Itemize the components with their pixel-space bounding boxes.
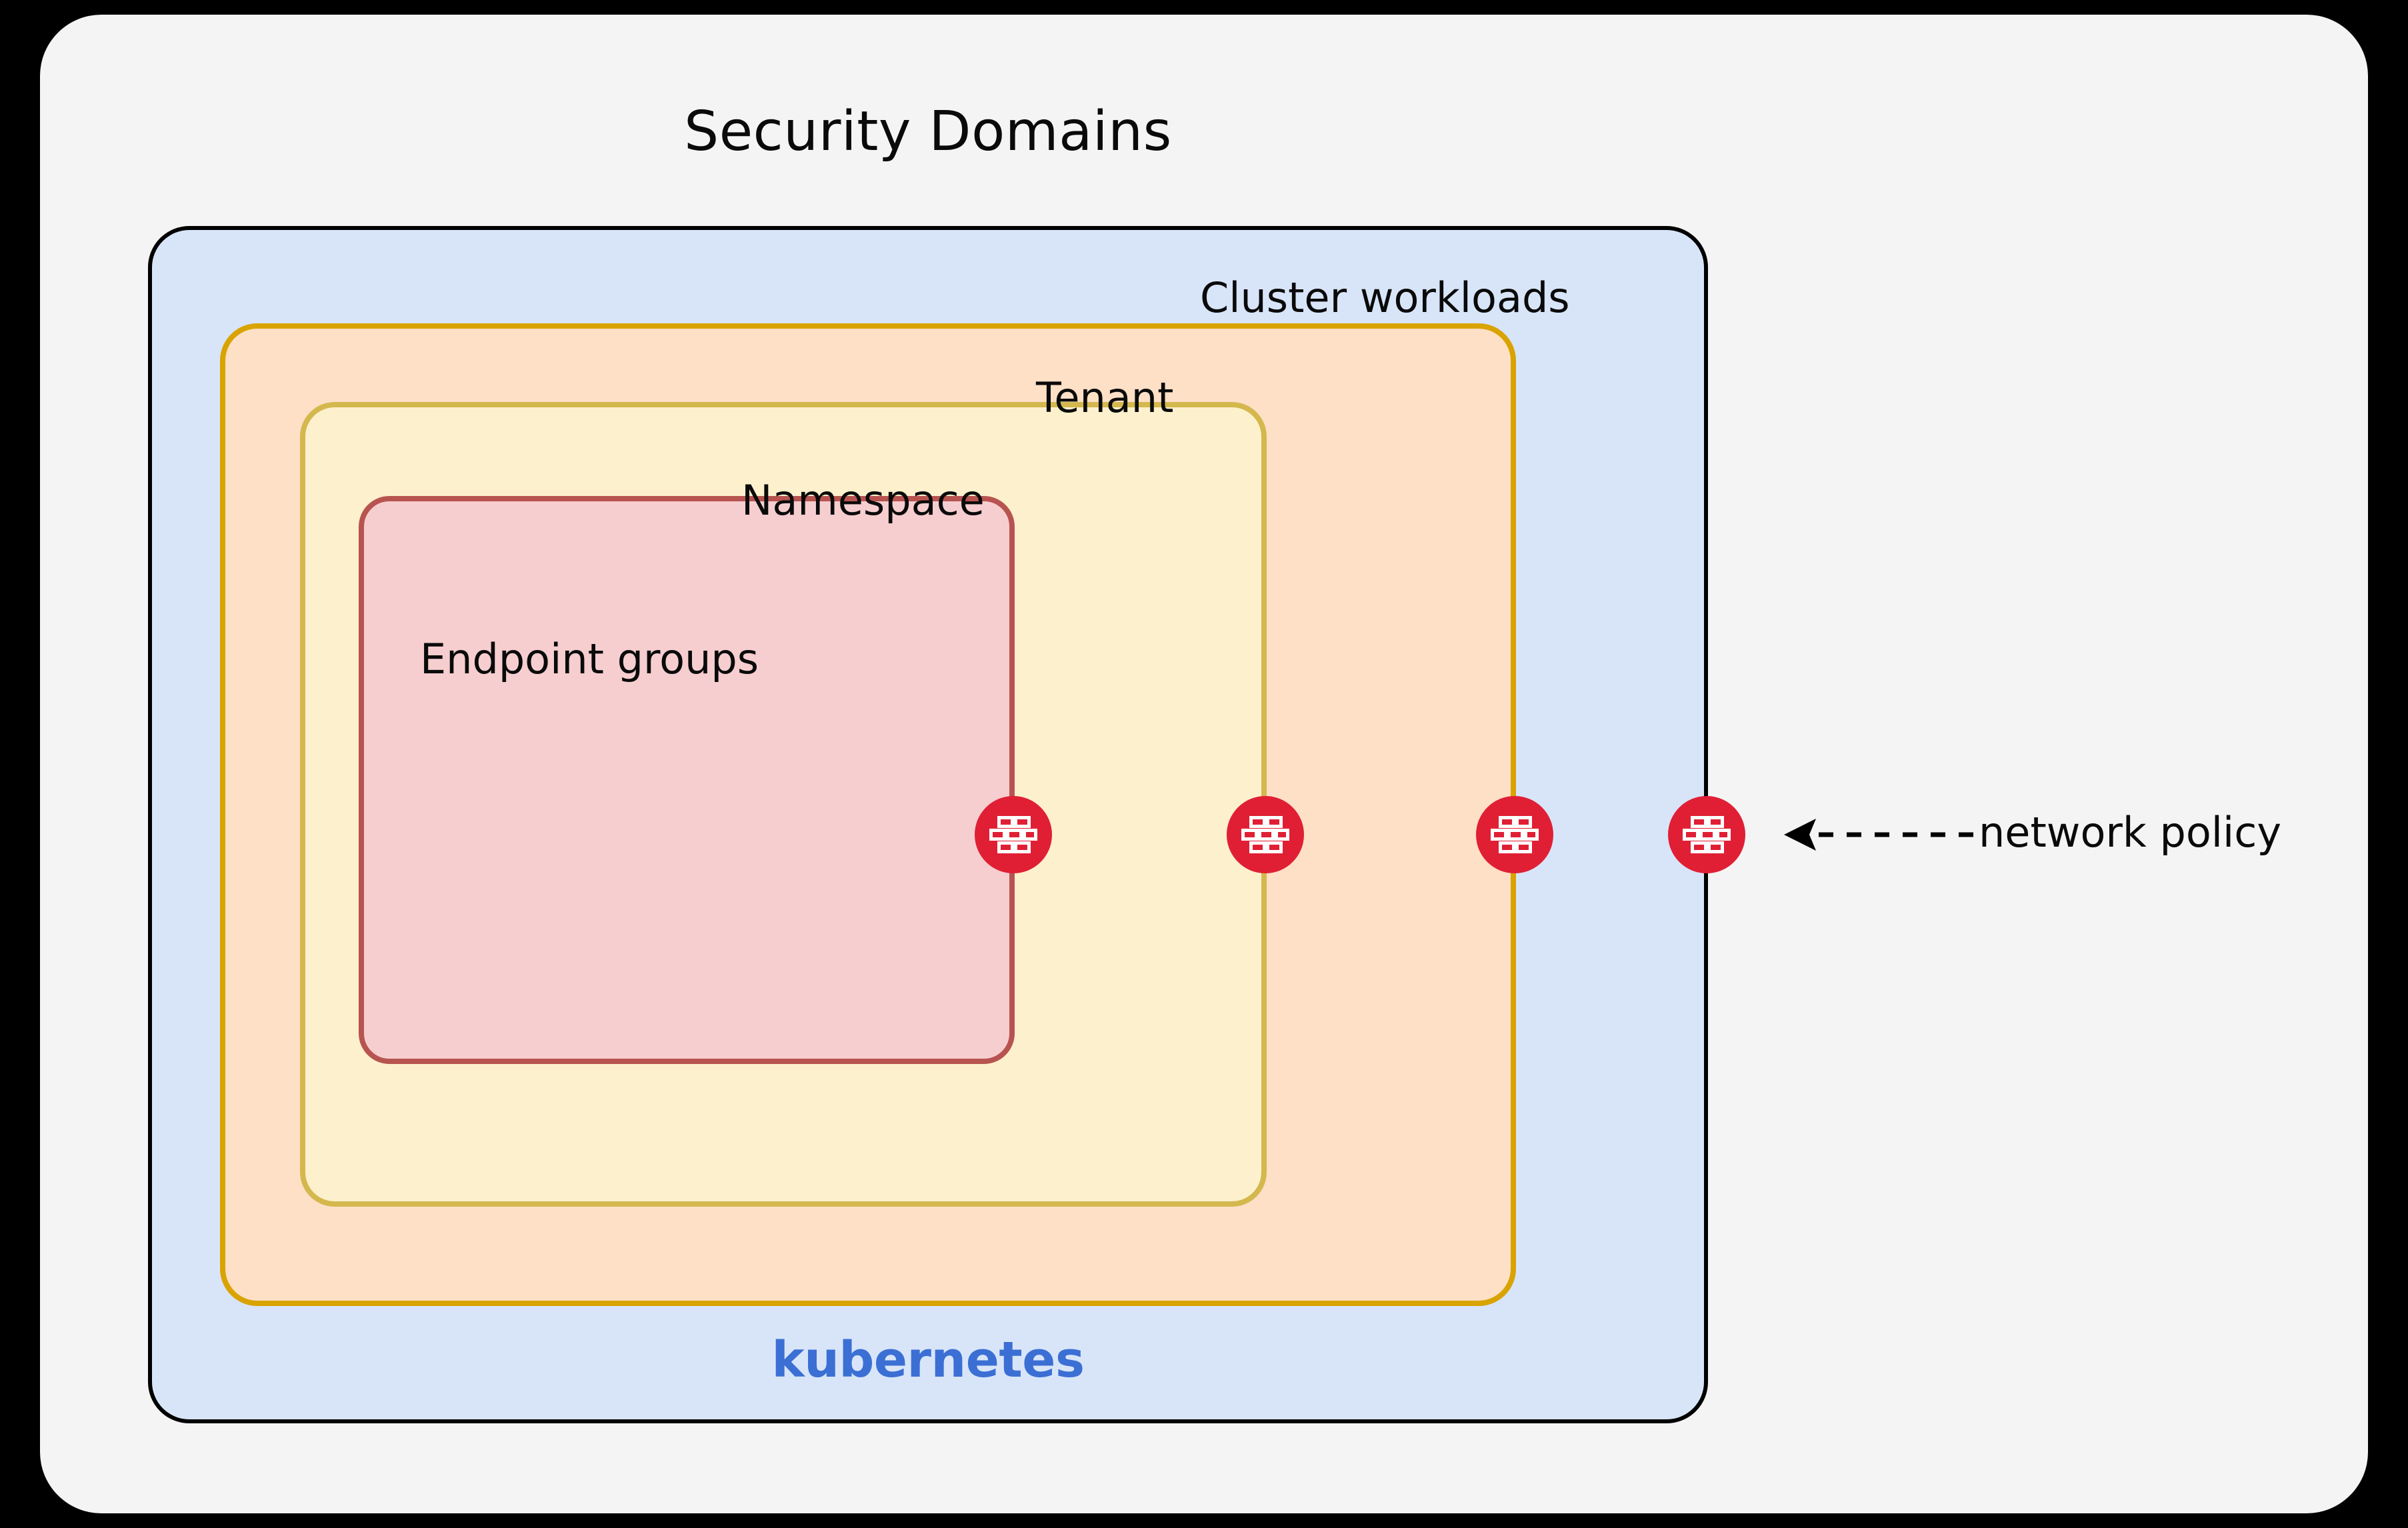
policy-node-namespace[interactable]	[1227, 796, 1304, 873]
firewall-brick-icon	[1241, 815, 1290, 855]
policy-node-cluster-workloads[interactable]	[1668, 796, 1745, 873]
network-policy-annotation-label: network policy	[1979, 808, 2282, 857]
domain-box-endpoint-groups	[359, 496, 1015, 1064]
firewall-brick-icon	[989, 815, 1038, 855]
domain-label-tenant: Tenant	[1036, 373, 1174, 422]
firewall-brick-icon	[1490, 815, 1539, 855]
domain-label-namespace: Namespace	[741, 476, 985, 525]
policy-node-tenant[interactable]	[1476, 796, 1553, 873]
dashed-left-arrow-icon	[1780, 808, 1980, 861]
kubernetes-wordmark: kubernetes	[771, 1331, 1085, 1389]
firewall-brick-icon	[1682, 815, 1731, 855]
outer-panel: Security Domains Cluster workloads Tenan…	[40, 15, 2368, 1513]
page-title: Security Domains	[684, 100, 1172, 163]
policy-node-endpoint-groups[interactable]	[975, 796, 1052, 873]
domain-label-endpoint-groups: Endpoint groups	[420, 635, 759, 683]
domain-label-cluster-workloads: Cluster workloads	[1200, 273, 1570, 322]
